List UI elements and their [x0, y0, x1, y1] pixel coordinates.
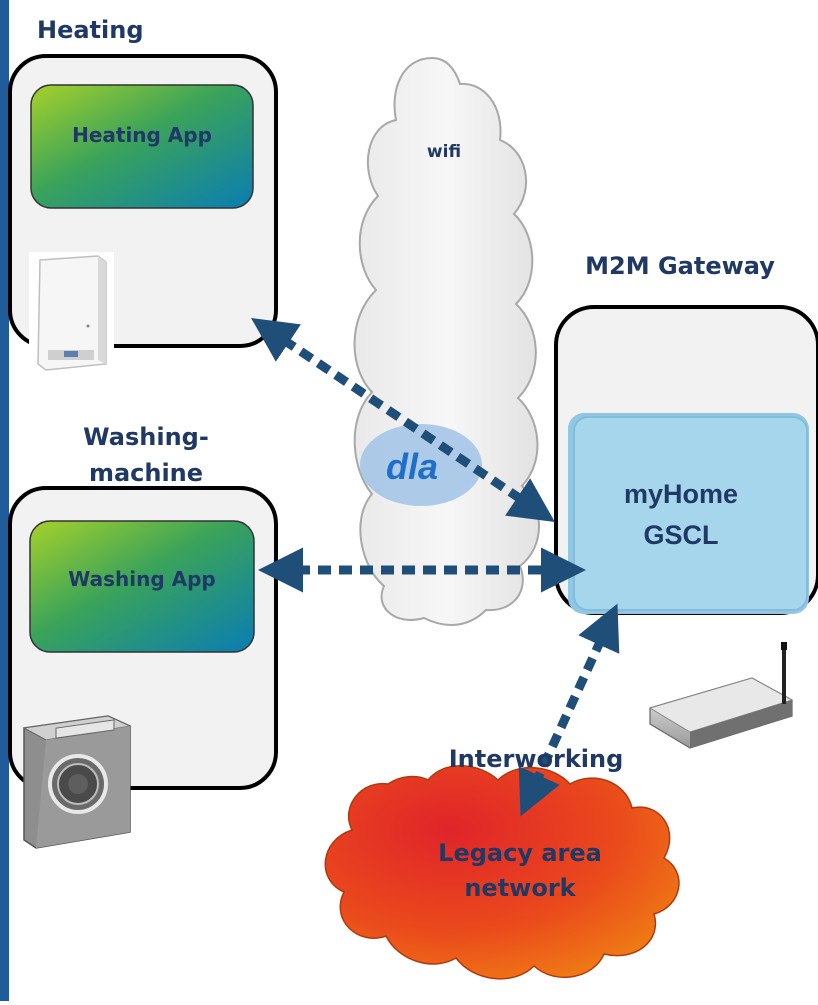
wifi-cloud: wifi [353, 56, 540, 626]
m2m-gateway: M2M Gateway myHome GSCL [554, 252, 818, 773]
interworking-label: Interworking [449, 745, 624, 773]
heating-app-label: Heating App [72, 123, 212, 147]
heating-gateway-link [251, 317, 555, 523]
gscl-label-line1: myHome [624, 479, 738, 509]
washing-app-label: Washing App [68, 567, 215, 591]
heating-device: Heating Heating App [8, 16, 278, 374]
boiler-icon [29, 252, 114, 374]
washing-title-line2: machine [89, 459, 203, 487]
gateway-title: M2M Gateway [585, 252, 775, 280]
washing-device: Washing- machine Washing App [8, 423, 278, 849]
washing-app-box [29, 520, 255, 653]
washing-title-line1: Washing- [83, 423, 209, 451]
heating-app-box [30, 84, 254, 209]
legacy-label-line2: network [464, 874, 576, 902]
dla-label: dla [386, 446, 438, 487]
connections [251, 317, 620, 817]
legacy-network-cloud: Legacy area network [324, 765, 680, 980]
gscl-box [573, 416, 808, 611]
heating-title: Heating [37, 16, 144, 44]
wifi-label: wifi [427, 142, 461, 162]
interworking-link [518, 603, 620, 817]
washing-machine-icon [22, 715, 132, 849]
router-icon [641, 632, 796, 773]
gscl-label-line2: GSCL [643, 520, 718, 550]
legacy-label-line1: Legacy area [438, 839, 602, 867]
left-sidebar-strip [0, 0, 9, 1001]
